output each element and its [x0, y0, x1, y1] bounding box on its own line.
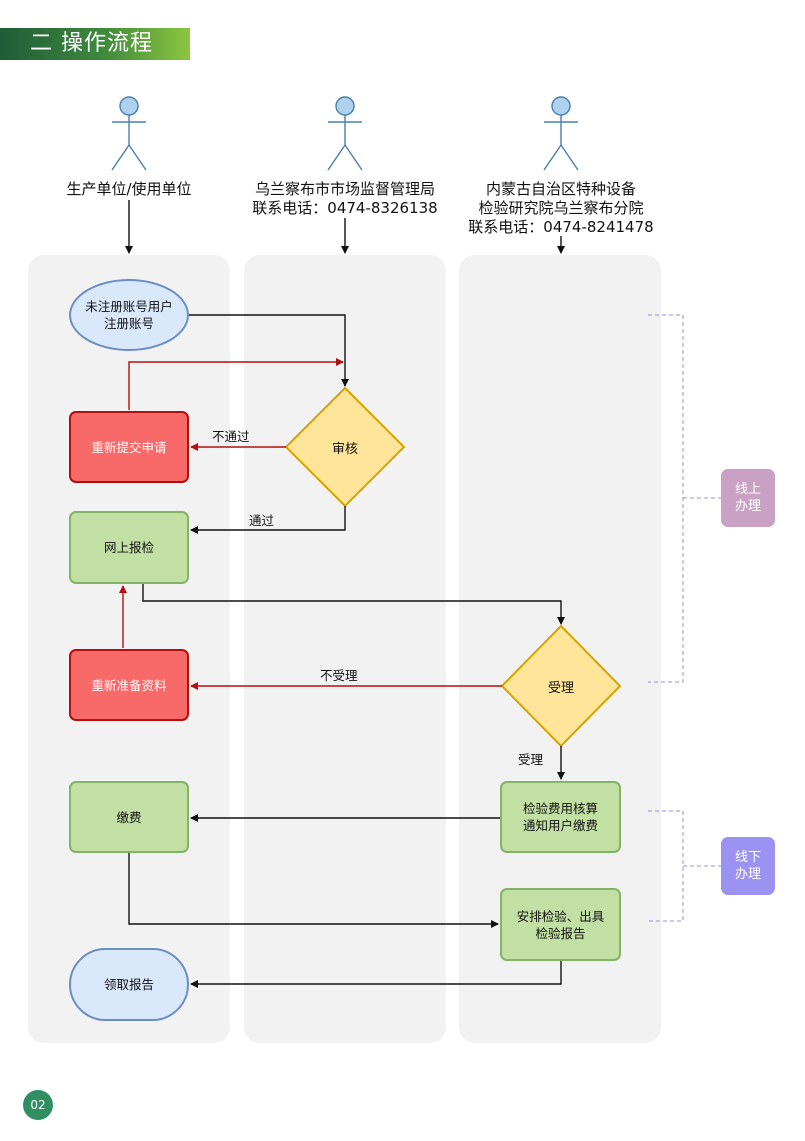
page-number: 02 [23, 1090, 53, 1120]
offline-handling-badge: 线下办理 [721, 837, 775, 895]
section-header: 二 操作流程 [0, 28, 190, 60]
actor-label-user: 生产单位/使用单位 [66, 180, 192, 198]
edge-label-not-pass: 不通过 [212, 429, 250, 444]
review-label: 审核 [331, 441, 358, 457]
actor-figure-bureau [327, 96, 363, 171]
reprepare-materials-node: 重新准备资料 [69, 649, 189, 721]
actor-label-bureau: 乌兰察布市市场监督管理局 联系电话：0474-8326138 [252, 180, 438, 217]
actor-label-institute: 内蒙古自治区特种设备 检验研究院乌兰察布分院 联系电话：0474-8241478 [468, 180, 654, 236]
actor-figure-institute [543, 96, 579, 171]
pay-fee-node: 缴费 [69, 781, 189, 853]
offline-bracket [648, 810, 721, 922]
edge-label-not-accept: 不受理 [320, 668, 358, 683]
online-bracket [648, 314, 721, 683]
arrange-inspection-node: 安排检验、出具检验报告 [500, 888, 621, 961]
fee-calculation-node: 检验费用核算通知用户缴费 [500, 781, 621, 853]
accept-label: 受理 [547, 680, 574, 696]
section-title: 二 操作流程 [30, 31, 153, 56]
receive-report-node: 领取报告 [69, 948, 189, 1021]
register-account-node: 未注册账号用户注册账号 [69, 279, 189, 351]
actor-figure-user [111, 96, 147, 171]
online-handling-badge: 线上办理 [721, 469, 775, 527]
edge-label-pass: 通过 [249, 513, 275, 528]
resubmit-application-node: 重新提交申请 [69, 411, 189, 483]
edge-label-accepted: 受理 [518, 752, 544, 767]
online-report-node: 网上报检 [69, 511, 189, 584]
